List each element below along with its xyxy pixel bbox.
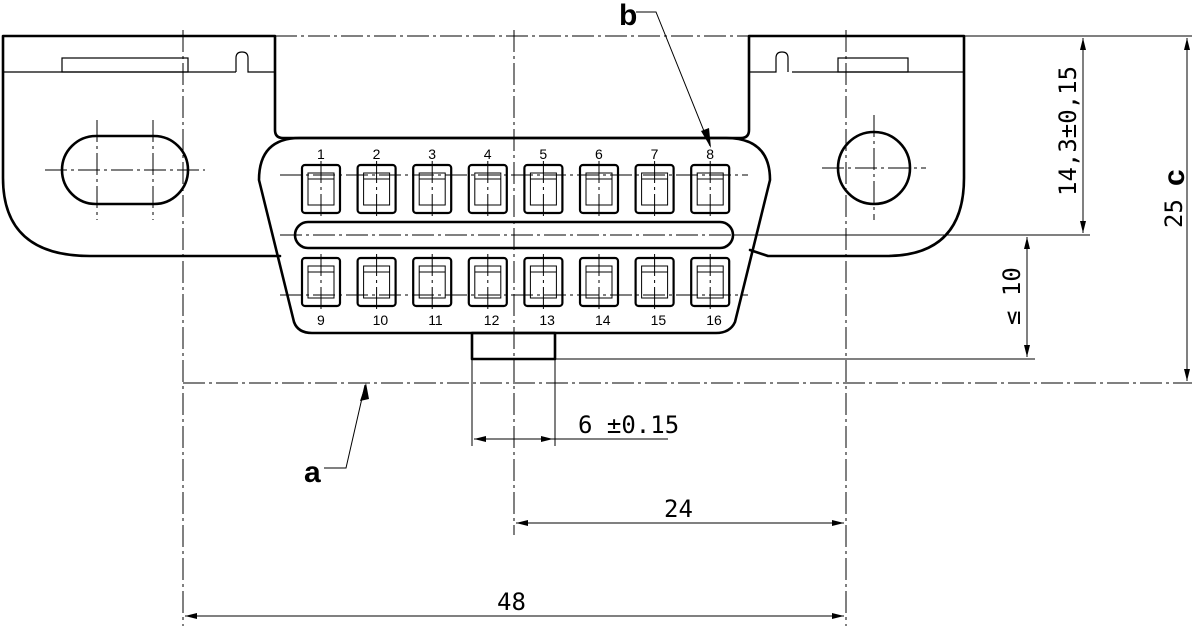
pin-number: 10	[373, 312, 389, 328]
pin-number: 6	[595, 146, 603, 162]
callout-b-leader	[636, 11, 711, 147]
pin-number: 16	[706, 312, 722, 328]
pin-cavity: 11	[412, 254, 453, 328]
pin-cavity: 3	[412, 146, 453, 217]
pin-cavity: 12	[467, 254, 508, 328]
pin-number: 15	[651, 312, 667, 328]
pin-cavity: 10	[356, 254, 397, 328]
pin-cavity: 6	[578, 146, 620, 217]
dim-text-height-total: 25	[1160, 199, 1188, 228]
pin-row-top: 1 2 3 4 5 6 7 8	[300, 146, 731, 217]
pin-number: 1	[317, 146, 325, 162]
flange-right-notch	[749, 51, 789, 73]
dim-text-half-width: 24	[664, 495, 693, 523]
dim-text-height-top: 14,3±0,15	[1054, 66, 1082, 196]
pin-cavity: 15	[634, 254, 675, 328]
pin-number: 5	[539, 146, 547, 162]
right-clip-window	[837, 57, 909, 73]
pin-row-bottom: 9 10 11 12 13 14 15 16	[300, 254, 731, 328]
flange-left-notch	[235, 51, 275, 73]
callout-b-arrowhead	[701, 128, 711, 148]
pin-cavity: 8	[690, 146, 731, 217]
connector-body	[257, 136, 772, 335]
pin-cavity: 9	[300, 254, 342, 328]
left-clip-window	[61, 57, 189, 73]
pin-number: 9	[317, 312, 325, 328]
callout-a: a	[304, 456, 321, 489]
pin-number: 2	[373, 146, 381, 162]
callout-a-arrowhead	[360, 383, 369, 401]
dim-text-total-width: 48	[497, 588, 526, 616]
pin-number: 3	[428, 146, 436, 162]
pin-number: 11	[428, 312, 443, 328]
callout-b: b	[619, 0, 637, 32]
pin-number: 7	[651, 146, 659, 162]
callout-c: c	[1158, 169, 1191, 186]
pin-cavity: 14	[578, 254, 620, 328]
pin-number: 12	[484, 312, 500, 328]
pin-cavity: 5	[523, 146, 564, 217]
pin-cavity: 1	[300, 146, 342, 217]
pin-cavity: 2	[356, 146, 397, 217]
dim-text-key-width: 6 ±0.15	[578, 411, 679, 439]
pin-number: 8	[706, 146, 714, 162]
dim-text-key-depth: ≤ 10	[998, 267, 1026, 325]
pin-cavity: 16	[690, 254, 731, 328]
pin-cavity: 7	[634, 146, 675, 217]
pin-number: 14	[595, 312, 611, 328]
pin-cavity: 4	[467, 146, 508, 217]
pin-number: 4	[484, 146, 492, 162]
callout-a-leader	[324, 384, 366, 469]
pin-number: 13	[539, 312, 555, 328]
pin-cavity: 13	[523, 254, 564, 328]
flange-outline	[1, 34, 966, 258]
